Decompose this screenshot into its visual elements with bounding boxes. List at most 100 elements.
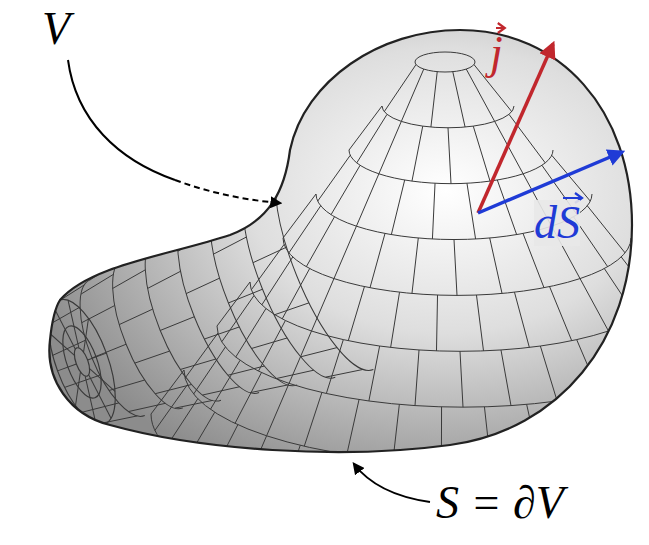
grid-line xyxy=(212,425,238,476)
grid-line xyxy=(419,462,422,518)
grid-line xyxy=(151,414,649,519)
grid-line xyxy=(432,183,435,239)
grid-line xyxy=(334,226,356,278)
grid-line xyxy=(182,203,215,224)
grid-line xyxy=(384,65,416,112)
grid-line xyxy=(217,326,649,407)
grid-line xyxy=(96,259,183,419)
grid-line xyxy=(252,338,288,349)
grid-line xyxy=(325,453,338,508)
grid-line xyxy=(501,350,511,406)
grid-line xyxy=(119,309,152,324)
grid-line xyxy=(604,392,628,446)
grid-line xyxy=(467,183,476,239)
grid-line xyxy=(89,373,111,421)
grid-line xyxy=(436,295,437,351)
grid-line xyxy=(289,206,321,253)
grid-line xyxy=(274,303,309,315)
grid-line xyxy=(331,165,360,214)
grid-line xyxy=(349,106,382,150)
grid-line xyxy=(228,289,262,303)
grid-line xyxy=(88,353,107,360)
grid-line xyxy=(466,69,494,121)
grid-line xyxy=(580,279,608,331)
grid-line xyxy=(156,217,189,238)
volume-label: V xyxy=(42,6,70,52)
vector-label: dS xyxy=(534,200,580,246)
grid-line xyxy=(90,363,115,397)
grid-line xyxy=(65,375,100,387)
grid-line xyxy=(370,233,385,287)
grid-line xyxy=(267,383,289,435)
grid-line xyxy=(348,287,364,341)
leader-arrow xyxy=(354,464,430,502)
grid-line xyxy=(175,400,213,408)
grid-line xyxy=(550,287,572,341)
grid-line xyxy=(185,333,218,378)
grid-line xyxy=(244,436,266,488)
grid-line xyxy=(221,175,254,196)
grid-line xyxy=(412,238,418,293)
grid-line xyxy=(282,269,309,319)
grid-line xyxy=(253,247,286,262)
grid-line xyxy=(632,445,649,499)
grid-line xyxy=(382,106,514,128)
grid-line xyxy=(65,280,145,426)
grid-line xyxy=(369,346,380,401)
grid-line xyxy=(250,385,288,393)
grid-line xyxy=(630,244,649,289)
grid-line xyxy=(203,387,240,395)
grid-line xyxy=(222,175,335,390)
grid-line xyxy=(62,300,84,348)
grid-line xyxy=(100,416,138,424)
grid-line xyxy=(415,350,419,406)
grid-line xyxy=(49,327,74,361)
grid-line xyxy=(210,360,240,409)
grid-line xyxy=(448,128,451,184)
grid-line xyxy=(71,346,93,378)
grid-line xyxy=(608,331,636,383)
grid-line xyxy=(304,392,322,446)
boundary-label: S = ∂V xyxy=(436,480,564,526)
grid-line xyxy=(490,238,502,293)
leader-line-dashed xyxy=(175,180,280,203)
vector-label: j xyxy=(490,30,503,76)
grid-line xyxy=(635,321,649,372)
grid-line xyxy=(217,282,250,326)
grid-line xyxy=(441,407,442,463)
grid-line xyxy=(180,359,216,370)
grid-line xyxy=(204,327,239,339)
grid-line xyxy=(431,72,437,127)
grid-line xyxy=(301,348,337,357)
grid-line xyxy=(128,238,221,411)
grid-line xyxy=(73,318,98,352)
grid-line xyxy=(594,453,613,508)
grid-line xyxy=(52,340,85,355)
grid-line xyxy=(306,217,334,267)
grid-line xyxy=(253,154,373,383)
grid-line xyxy=(58,364,77,371)
grid-line xyxy=(92,344,126,358)
grid-line xyxy=(415,52,475,72)
grid-line xyxy=(473,126,490,181)
grid-line xyxy=(637,383,649,435)
grid-line xyxy=(604,269,637,319)
grid-line xyxy=(186,412,215,461)
grid-line xyxy=(289,331,311,383)
grid-line xyxy=(540,346,557,401)
grid-line xyxy=(379,121,401,173)
grid-line xyxy=(357,114,387,163)
grid-line xyxy=(277,370,314,378)
grid-line xyxy=(251,244,284,289)
leader-line xyxy=(68,60,175,180)
grid-line xyxy=(391,292,400,347)
grid-line xyxy=(514,292,529,347)
grid-line xyxy=(186,278,219,293)
grid-line xyxy=(247,162,280,183)
grid-line xyxy=(81,274,113,294)
grid-line xyxy=(326,369,364,377)
grid-line xyxy=(312,279,334,331)
